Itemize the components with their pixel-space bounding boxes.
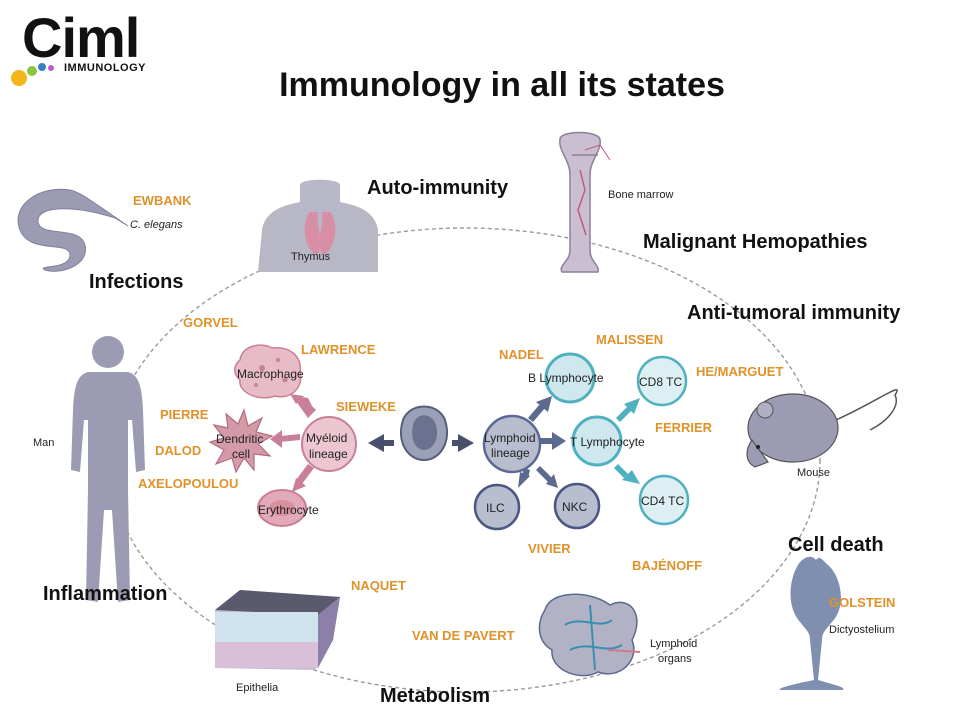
label-macrophage: Macrophage bbox=[237, 367, 304, 381]
caption-bone-marrow: Bone marrow bbox=[608, 189, 674, 201]
pi-vivier: VIVIER bbox=[528, 541, 571, 556]
label-t-lymphocyte: T Lymphocyte bbox=[570, 435, 645, 449]
pi-gorvel: GORVEL bbox=[183, 315, 238, 330]
theme-infections: Infections bbox=[89, 271, 184, 293]
man-icon bbox=[71, 336, 145, 602]
lymphoid-arrows bbox=[518, 396, 640, 488]
logo-dots bbox=[11, 63, 54, 86]
cd4-cell bbox=[638, 474, 690, 526]
label-b-lymphocyte: B Lymphocyte bbox=[528, 371, 604, 385]
cd8-cell bbox=[636, 355, 688, 407]
theme-auto-immunity: Auto-immunity bbox=[367, 177, 509, 199]
pi-van-de-pavert: VAN DE PAVERT bbox=[412, 628, 515, 643]
logo-wordmark: Ciml bbox=[22, 6, 140, 69]
pi-dalod: DALOD bbox=[155, 443, 202, 458]
label-myeloid-2: lineage bbox=[309, 447, 348, 461]
dendritic-cell bbox=[208, 408, 274, 474]
bone-marrow-icon bbox=[559, 131, 611, 273]
label-lymphoid-2: lineage bbox=[491, 446, 530, 460]
pi-naquet: NAQUET bbox=[351, 578, 406, 593]
pi-lawrence: LAWRENCE bbox=[301, 342, 376, 357]
pi-malissen: MALISSEN bbox=[596, 332, 664, 347]
logo-subtitle: IMMUNOLOGY bbox=[64, 62, 146, 74]
dictyostelium-icon bbox=[779, 556, 844, 690]
theme-inflammation: Inflammation bbox=[43, 583, 168, 605]
label-dendritic-2: cell bbox=[232, 447, 251, 461]
caption-mouse: Mouse bbox=[797, 467, 831, 479]
caption-dictyostelium: Dictyostelium bbox=[829, 624, 895, 636]
pi-golstein: GOLSTEIN bbox=[829, 595, 896, 610]
pi-sieweke: SIEWEKE bbox=[336, 399, 396, 414]
c-elegans-icon bbox=[17, 188, 129, 272]
pi-nadel: NADEL bbox=[499, 347, 544, 362]
stem-arrows bbox=[368, 434, 474, 452]
epithelia-icon bbox=[215, 590, 340, 670]
label-dendritic-1: Dendritic bbox=[216, 432, 264, 446]
lymphoid-organ-icon bbox=[538, 593, 641, 677]
caption-c-elegans: C. elegans bbox=[130, 219, 183, 231]
mouse-icon bbox=[746, 389, 898, 468]
pi-bajenoff: BAJÉNOFF bbox=[632, 558, 703, 573]
thymus-icon bbox=[258, 179, 378, 272]
label-myeloid-1: Myéloid bbox=[306, 431, 348, 445]
pi-pierre: PIERRE bbox=[160, 407, 209, 422]
b-lymphocyte-cell bbox=[544, 352, 596, 404]
caption-thymus: Thymus bbox=[291, 251, 331, 263]
label-cd8: CD8 TC bbox=[639, 375, 683, 389]
caption-lymphoid-organs-2: organs bbox=[658, 653, 692, 665]
erythrocyte-cell bbox=[257, 489, 307, 527]
pi-ferrier: FERRIER bbox=[655, 420, 713, 435]
myeloid-lineage-cell bbox=[301, 416, 357, 472]
caption-lymphoid-organs-1: Lymphoid bbox=[650, 638, 698, 650]
theme-metabolism: Metabolism bbox=[380, 685, 491, 707]
myeloid-arrows bbox=[270, 394, 316, 492]
page-title: Immunology in all its states bbox=[279, 66, 725, 104]
ilc-cell bbox=[473, 483, 521, 531]
label-ilc: ILC bbox=[486, 501, 505, 515]
theme-cell-death: Cell death bbox=[788, 534, 884, 556]
label-erythrocyte: Erythrocyte bbox=[258, 503, 319, 517]
pi-he-marguet: HE/MARGUET bbox=[696, 364, 784, 379]
stem-cell bbox=[400, 405, 448, 462]
t-lymphocyte-cell bbox=[571, 415, 623, 467]
nkc-cell bbox=[553, 482, 601, 530]
theme-anti-tumoral: Anti-tumoral immunity bbox=[687, 302, 901, 324]
label-cd4: CD4 TC bbox=[641, 494, 685, 508]
macrophage-cell bbox=[234, 344, 302, 399]
pi-axelopoulou: AXELOPOULOU bbox=[138, 476, 239, 491]
pi-ewbank: EWBANK bbox=[133, 193, 192, 208]
theme-malignant-hemopathies: Malignant Hemopathies bbox=[643, 231, 868, 253]
label-lymphoid-1: Lymphoid bbox=[484, 431, 536, 445]
label-nkc: NKC bbox=[562, 500, 588, 514]
caption-man: Man bbox=[33, 437, 55, 449]
caption-epithelia: Epithelia bbox=[236, 682, 279, 694]
